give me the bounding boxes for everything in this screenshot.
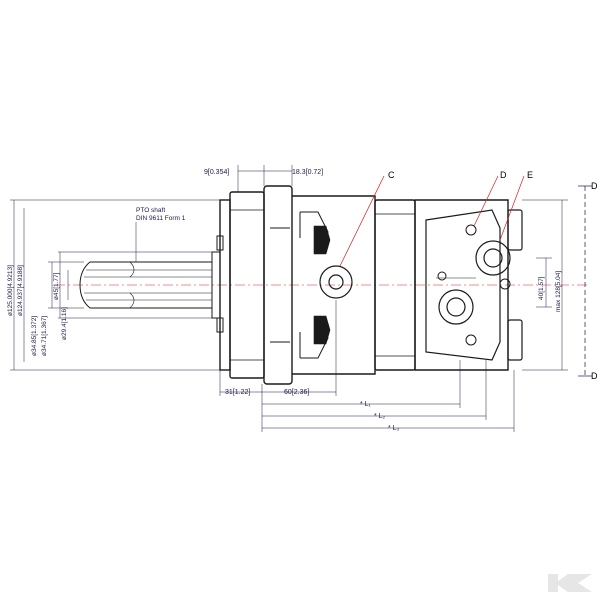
section-marks [578, 185, 592, 377]
dim-lines-right [522, 199, 568, 371]
dim-lines-bottom [219, 300, 515, 432]
dim-flange-thickness: 9[0.354] [204, 169, 229, 176]
dim-l2: * L₂ [374, 413, 386, 420]
dim-flange-to-port: 60[2.36] [284, 389, 309, 396]
dim-pilot-depth: 18.3[0.72] [292, 169, 323, 176]
dim-l1: * L₁ [360, 401, 372, 408]
dim-d45: ø45[1.77] [53, 272, 60, 300]
kramp-logo-icon [548, 574, 592, 592]
port-block [414, 199, 523, 371]
callout-leaders [339, 175, 525, 267]
dim-d125: ø125.000[4.9213] [7, 265, 14, 316]
callout-e: E [527, 170, 533, 180]
dim-d294: ø29.4[1.16] [61, 307, 68, 340]
pto-note-line2: DIN 9611 Form 1 [136, 215, 186, 222]
callout-d: D [500, 170, 507, 180]
dim-d124: ø124.937[4.9188] [17, 265, 24, 316]
section-mark-top: D [591, 181, 598, 191]
pto-note-line1: PTO shaft [136, 207, 165, 214]
section-mark-bottom: D [591, 371, 598, 381]
dim-port-offset: 40[1.57] [538, 276, 545, 300]
dim-d3485: ø34.85[1.372] [31, 316, 38, 356]
dim-l3: * L₃ [388, 425, 400, 432]
pto-shaft [79, 251, 221, 319]
dim-lines-left [10, 199, 220, 371]
motor-housing [292, 195, 416, 375]
callout-c: C [388, 170, 395, 180]
mounting-flange [216, 185, 293, 385]
dim-max-height: max 128[5.04] [555, 271, 562, 312]
dim-d3471: ø34.71[1.367] [41, 316, 48, 356]
dim-shaft-to-flange: 31[1.22] [225, 389, 250, 396]
dim-lines-top [237, 165, 293, 192]
